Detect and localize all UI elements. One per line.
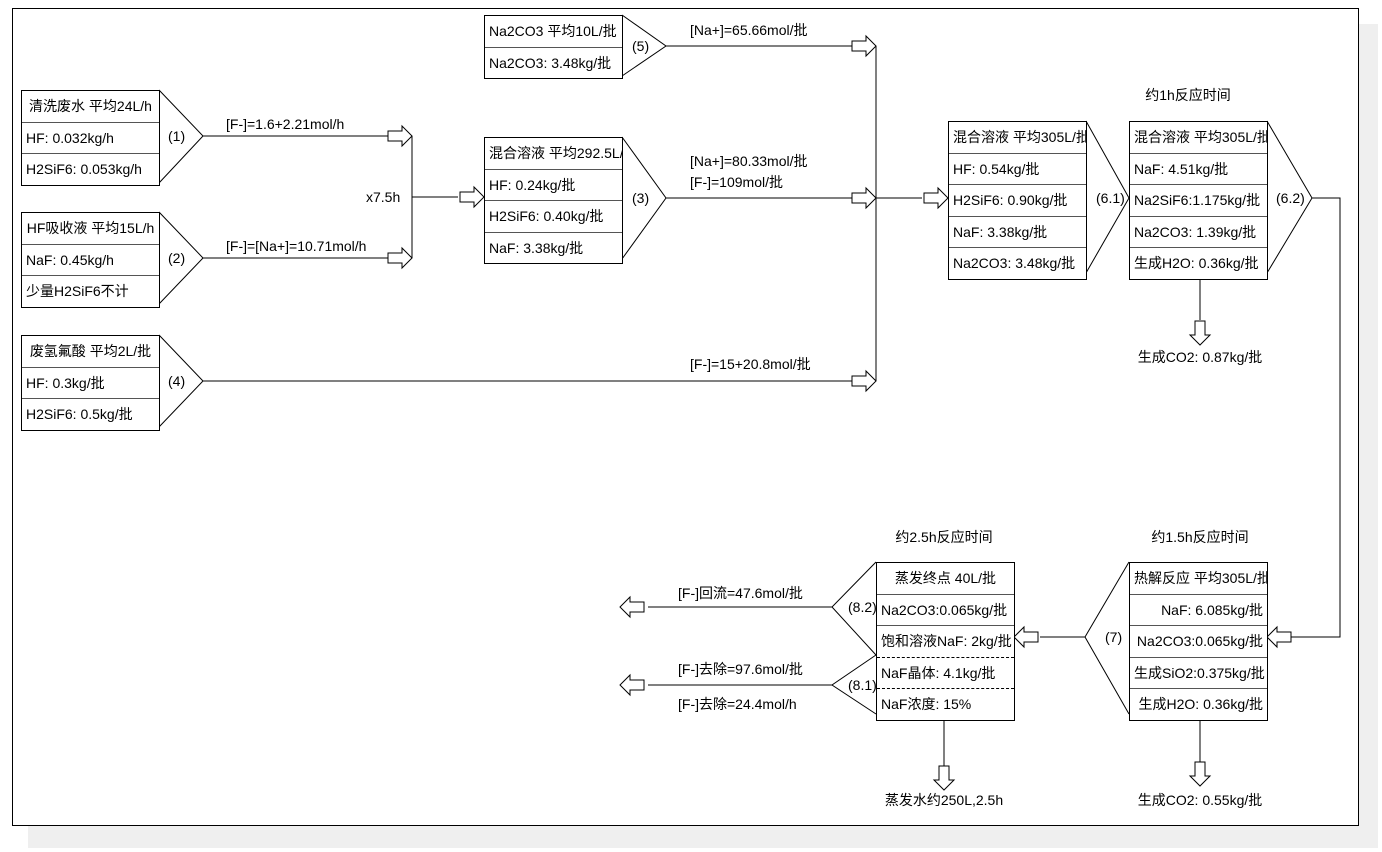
- box-row: Na2CO3: 3.48kg/批: [485, 46, 622, 79]
- box-row: 热解反应 平均305L/批: [1134, 570, 1267, 586]
- stream-label-1: (1): [168, 128, 185, 144]
- box-row: HF: 0.3kg/批: [22, 366, 159, 399]
- arrow-icon: [851, 369, 877, 393]
- stream-label-3: (3): [632, 190, 649, 206]
- stream-box-62: 混合溶液 平均305L/批 NaF: 4.51kg/批 Na2SiF6:1.17…: [1129, 121, 1268, 280]
- box-row: HF吸收液 平均15L/h: [26, 220, 155, 236]
- stream-box-2: HF吸收液 平均15L/h NaF: 0.45kg/h 少量H2SiF6不计: [21, 212, 160, 308]
- flow-remove-hour: [F-]去除=24.4mol/h: [678, 696, 797, 712]
- reaction-time-62: 约1h反应时间: [1145, 87, 1231, 103]
- box-row: 蒸发终点 40L/批: [894, 570, 997, 586]
- box-row: Na2CO3:0.065kg/批: [877, 593, 1014, 626]
- box-row: NaF: 4.51kg/批: [1130, 152, 1267, 185]
- stream-box-7: 热解反应 平均305L/批 NaF: 6.085kg/批 Na2CO3:0.06…: [1129, 562, 1268, 721]
- co2-output-62: 生成CO2: 0.87kg/批: [1138, 349, 1263, 365]
- stream-label-7: (7): [1105, 629, 1122, 645]
- arrow-icon: [1188, 320, 1212, 346]
- arrow-icon: [1266, 625, 1292, 649]
- box-row: 混合溶液 平均292.5L/批: [489, 145, 622, 161]
- box-row: 混合溶液 平均305L/批: [953, 129, 1086, 145]
- arrow-icon: [851, 34, 877, 58]
- water-output-8: 蒸发水约250L,2.5h: [885, 792, 1003, 808]
- stream-label-5: (5): [632, 38, 649, 54]
- arrow-icon: [1013, 625, 1039, 649]
- box-row: 废氢氟酸 平均2L/批: [29, 343, 152, 359]
- arrow-icon: [387, 124, 413, 148]
- stream-label-4: (4): [168, 373, 185, 389]
- arrow-icon: [1188, 761, 1212, 787]
- box-row: Na2CO3:0.065kg/批: [1130, 625, 1267, 657]
- box-row: H2SiF6: 0.90kg/批: [949, 184, 1086, 216]
- arrow-icon: [619, 595, 645, 619]
- reaction-time-8: 约2.5h反应时间: [895, 529, 992, 545]
- box-row: NaF: 0.45kg/h: [22, 243, 159, 276]
- stream-label-62: (6.2): [1276, 190, 1305, 206]
- box-row: NaF: 3.38kg/批: [949, 215, 1086, 248]
- box-row: 混合溶液 平均305L/批: [1134, 129, 1267, 145]
- box-row: 生成SiO2:0.375kg/批: [1130, 656, 1267, 689]
- reaction-time-7: 约1.5h反应时间: [1151, 529, 1248, 545]
- arrow-icon: [851, 186, 877, 210]
- stream-box-4: 废氢氟酸 平均2L/批 HF: 0.3kg/批 H2SiF6: 0.5kg/批: [21, 335, 160, 431]
- box-row: Na2CO3: 3.48kg/批: [949, 247, 1086, 279]
- flow-label-5: [Na+]=65.66mol/批: [690, 22, 808, 38]
- box-row: H2SiF6: 0.5kg/批: [22, 398, 159, 430]
- multiplier-label: x7.5h: [366, 189, 400, 205]
- arrow-icon: [387, 246, 413, 270]
- box-row: Na2CO3: 1.39kg/批: [1130, 215, 1267, 248]
- arrow-icon: [619, 673, 645, 697]
- stream-box-61: 混合溶液 平均305L/批 HF: 0.54kg/批 H2SiF6: 0.90k…: [948, 121, 1087, 280]
- box-row: HF: 0.032kg/h: [22, 121, 159, 154]
- flow-reflux: [F-]回流=47.6mol/批: [678, 585, 803, 601]
- stream-label-82: (8.2): [848, 599, 877, 615]
- box-row: HF: 0.54kg/批: [949, 152, 1086, 185]
- box-row: H2SiF6: 0.40kg/批: [485, 200, 622, 232]
- arrow-icon: [923, 186, 949, 210]
- stream-label-81: (8.1): [848, 677, 877, 693]
- co2-output-7: 生成CO2: 0.55kg/批: [1138, 792, 1263, 808]
- flow-label-3-f: [F-]=109mol/批: [690, 174, 783, 190]
- box-row: H2SiF6: 0.053kg/h: [22, 153, 159, 185]
- box-row: 饱和溶液NaF: 2kg/批: [877, 625, 1014, 657]
- box-row: NaF: 6.085kg/批: [1130, 593, 1267, 626]
- flow-label-2: [F-]=[Na+]=10.71mol/h: [226, 238, 366, 254]
- stream-label-2: (2): [168, 250, 185, 266]
- box-row: 清洗废水 平均24L/h: [29, 98, 152, 114]
- stream-box-8: 蒸发终点 40L/批 Na2CO3:0.065kg/批 饱和溶液NaF: 2kg…: [876, 562, 1015, 721]
- box-row: NaF浓度: 15%: [877, 688, 1014, 720]
- flow-label-1: [F-]=1.6+2.21mol/h: [226, 116, 344, 132]
- flow-label-3-na: [Na+]=80.33mol/批: [690, 153, 808, 169]
- box-row: 少量H2SiF6不计: [22, 275, 159, 307]
- box-row: HF: 0.24kg/批: [485, 168, 622, 201]
- box-row: 生成H2O: 0.36kg/批: [1130, 688, 1267, 720]
- box-row: 生成H2O: 0.36kg/批: [1130, 247, 1267, 279]
- stream-box-5: Na2CO3 平均10L/批 Na2CO3: 3.48kg/批: [484, 15, 623, 79]
- arrow-icon: [459, 185, 485, 209]
- box-row: NaF晶体: 4.1kg/批: [877, 656, 1014, 689]
- stream-box-1: 清洗废水 平均24L/h HF: 0.032kg/h H2SiF6: 0.053…: [21, 90, 160, 186]
- box-row: Na2SiF6:1.175kg/批: [1130, 184, 1267, 216]
- flow-label-4: [F-]=15+20.8mol/批: [690, 356, 811, 372]
- stream-label-61: (6.1): [1096, 190, 1125, 206]
- stream-box-3: 混合溶液 平均292.5L/批 HF: 0.24kg/批 H2SiF6: 0.4…: [484, 137, 623, 264]
- box-row: Na2CO3 平均10L/批: [489, 23, 617, 39]
- arrow-icon: [932, 765, 956, 791]
- box-row: NaF: 3.38kg/批: [485, 231, 622, 264]
- line-62-to-7: [1290, 197, 1341, 638]
- flow-remove-batch: [F-]去除=97.6mol/批: [678, 661, 803, 677]
